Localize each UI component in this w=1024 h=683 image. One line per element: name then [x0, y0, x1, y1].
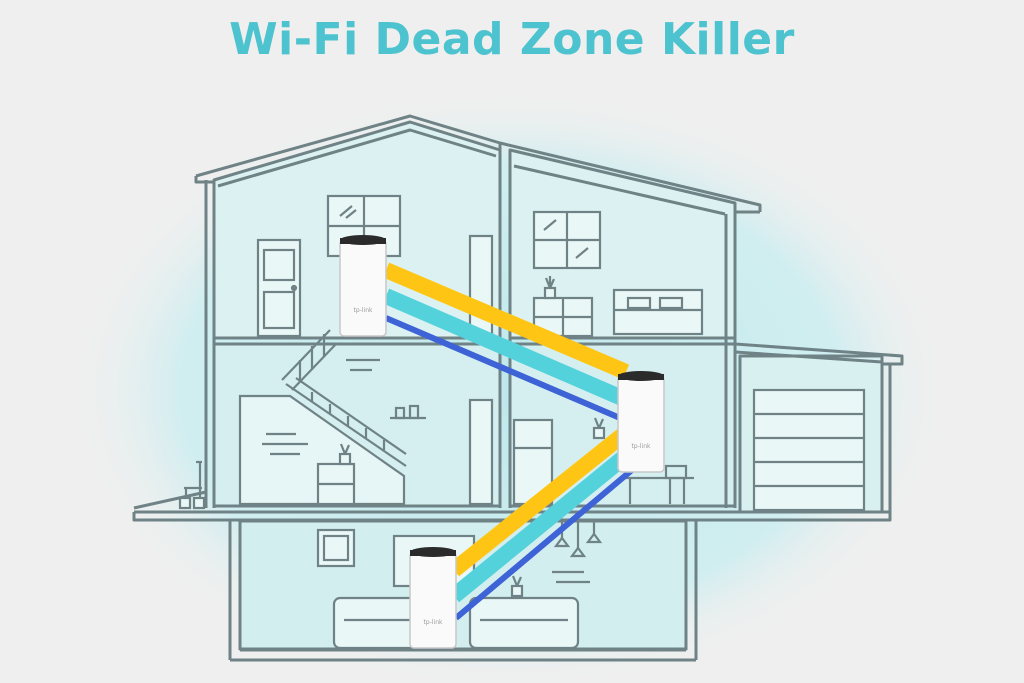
- staircase-icon: [238, 329, 407, 506]
- potted-plant-icon: [510, 575, 524, 598]
- potted-plant-icon: [338, 443, 352, 466]
- beam-blue-upper: [384, 315, 622, 421]
- unit-brand-label: tp-link: [424, 619, 443, 626]
- beam-cyan-lower: [448, 447, 634, 603]
- potted-plant-icon: [592, 417, 606, 440]
- window-icon: [532, 210, 602, 270]
- beam-yellow-upper: [382, 262, 630, 380]
- mesh-router-icon: tp-link: [339, 235, 387, 337]
- garage-door-icon: [752, 388, 866, 512]
- beam-cyan-upper: [382, 288, 626, 406]
- diagram-title: Wi-Fi Dead Zone Killer: [229, 14, 795, 65]
- potted-plant-icon: [178, 496, 206, 510]
- potted-plant-icon: [543, 276, 557, 300]
- unit-brand-label: tp-link: [632, 443, 651, 450]
- brick-wall-icon: [262, 358, 590, 584]
- cabinet-icon: [316, 462, 356, 506]
- shelf-icon: [390, 404, 426, 420]
- picture-frame-icon: [316, 528, 356, 568]
- beam-yellow-lower: [449, 427, 629, 577]
- mesh-router-icon: tp-link: [617, 371, 665, 473]
- bed-icon: [612, 288, 704, 336]
- mesh-router-icon: tp-link: [409, 547, 457, 649]
- door-icon: [256, 238, 302, 338]
- dining-table-icon: [620, 464, 694, 504]
- beam-blue-lower: [454, 467, 634, 621]
- sofa-icon: [468, 596, 580, 650]
- garage-roof: [734, 342, 904, 366]
- ground-slab: [132, 510, 892, 522]
- unit-brand-label: tp-link: [354, 307, 373, 314]
- door-icon: [468, 398, 494, 506]
